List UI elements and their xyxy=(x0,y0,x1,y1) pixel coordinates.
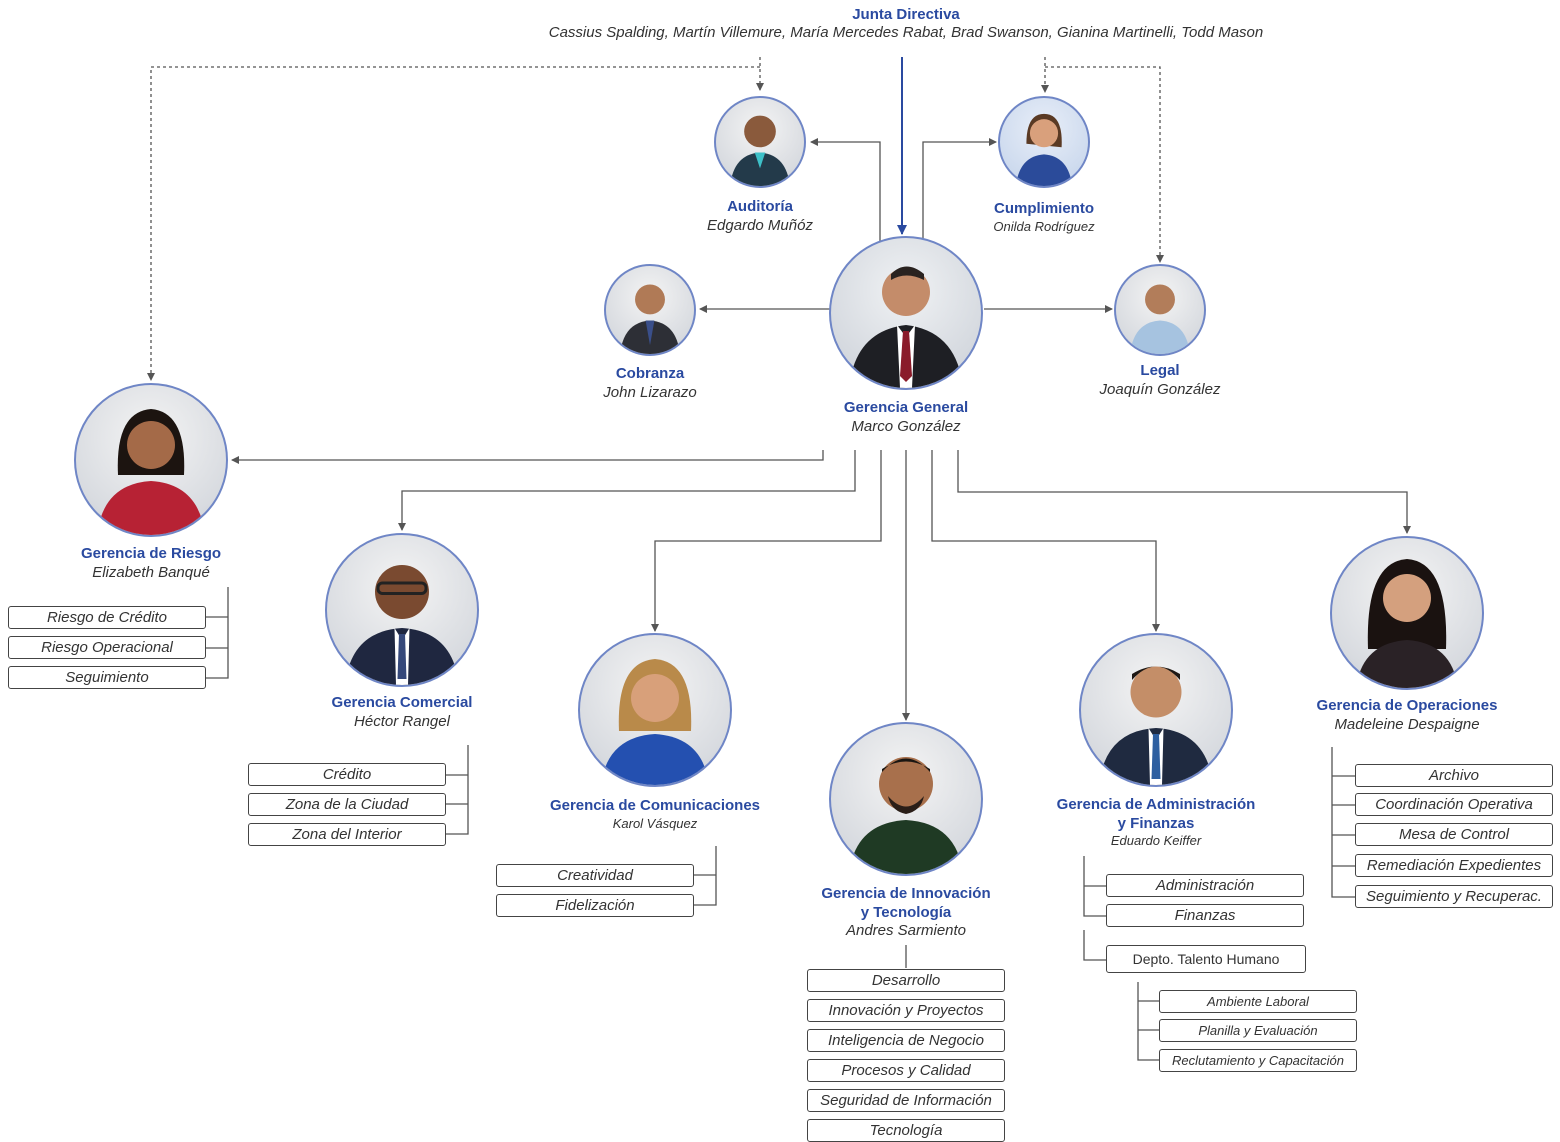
operaciones-title: Gerencia de Operaciones xyxy=(1316,697,1498,714)
general-to-riesgo-line xyxy=(231,450,824,464)
auditoria-avatar xyxy=(714,96,806,188)
general-to-cumplimiento-line xyxy=(922,138,997,242)
operaciones-avatar xyxy=(1330,536,1484,690)
innovacion-title-line1: Gerencia de Innovación xyxy=(821,885,991,902)
general-to-administracion-line xyxy=(931,450,1160,632)
cumplimiento-title: Cumplimiento xyxy=(994,200,1094,217)
general-name: Marco González xyxy=(851,418,961,435)
operaciones-unit: Coordinación Operativa xyxy=(1355,793,1553,816)
riesgo-units-bracket xyxy=(205,587,229,679)
innovacion-unit: Tecnología xyxy=(807,1119,1005,1142)
general-to-comunicaciones-line xyxy=(651,450,882,632)
general-to-auditoria-line xyxy=(810,138,881,242)
cobranza-title: Cobranza xyxy=(615,365,685,382)
comunicaciones-unit: Creatividad xyxy=(496,864,694,887)
operaciones-unit: Mesa de Control xyxy=(1355,823,1553,846)
general-to-comercial-line xyxy=(398,450,856,531)
cumplimiento-name: Onilda Rodríguez xyxy=(993,219,1095,234)
operaciones-unit: Seguimiento y Recuperac. xyxy=(1355,885,1553,908)
board-to-legal-line xyxy=(1045,66,1164,263)
general-avatar xyxy=(829,236,983,390)
riesgo-name: Elizabeth Banqué xyxy=(92,564,210,581)
operaciones-unit: Remediación Expedientes xyxy=(1355,854,1553,877)
riesgo-unit: Riesgo Operacional xyxy=(8,636,206,659)
comercial-units-bracket xyxy=(446,745,469,835)
innovacion-unit: Inteligencia de Negocio xyxy=(807,1029,1005,1052)
auditoria-name: Edgardo Muñóz xyxy=(707,217,813,234)
talento-unit: Reclutamiento y Capacitación xyxy=(1159,1049,1357,1072)
comunicaciones-units-bracket xyxy=(694,846,717,906)
administracion-name: Eduardo Keiffer xyxy=(1110,833,1202,848)
talento-unit: Planilla y Evaluación xyxy=(1159,1019,1357,1042)
innovacion-title-line2: y Tecnología xyxy=(860,904,952,921)
administracion-units-bracket xyxy=(1083,856,1106,917)
administracion-title-line1: Gerencia de Administración xyxy=(1056,796,1256,813)
talento-unit: Ambiente Laboral xyxy=(1159,990,1357,1013)
riesgo-avatar xyxy=(74,383,228,537)
innovacion-avatar xyxy=(829,722,983,876)
comunicaciones-avatar xyxy=(578,633,732,787)
board-members: Cassius Spalding, Martín Villemure, Marí… xyxy=(548,24,1264,41)
innovacion-unit: Innovación y Proyectos xyxy=(807,999,1005,1022)
cumplimiento-avatar xyxy=(998,96,1090,188)
general-title: Gerencia General xyxy=(843,399,969,416)
administracion-avatar xyxy=(1079,633,1233,787)
innovacion-unit: Desarrollo xyxy=(807,969,1005,992)
talento-box: Depto. Talento Humano xyxy=(1106,945,1306,973)
comercial-unit: Crédito xyxy=(248,763,446,786)
comercial-title: Gerencia Comercial xyxy=(331,694,473,711)
legal-avatar xyxy=(1114,264,1206,356)
comercial-name: Héctor Rangel xyxy=(354,713,450,730)
innovacion-name: Andres Sarmiento xyxy=(845,922,967,939)
operaciones-unit: Archivo xyxy=(1355,764,1553,787)
riesgo-title: Gerencia de Riesgo xyxy=(80,545,222,562)
innovacion-unit: Procesos y Calidad xyxy=(807,1059,1005,1082)
administracion-unit: Administración xyxy=(1106,874,1304,897)
comercial-avatar xyxy=(325,533,479,687)
legal-title: Legal xyxy=(1140,362,1180,379)
operaciones-name: Madeleine Despaigne xyxy=(1334,716,1480,733)
board-to-riesgo-line xyxy=(147,66,760,381)
cobranza-avatar xyxy=(604,264,696,356)
talento-units-bracket xyxy=(1137,982,1160,1061)
comunicaciones-unit: Fidelización xyxy=(496,894,694,917)
innovacion-unit: Seguridad de Información xyxy=(807,1089,1005,1112)
riesgo-unit: Seguimiento xyxy=(8,666,206,689)
cobranza-name: John Lizarazo xyxy=(603,384,697,401)
auditoria-title: Auditoría xyxy=(727,198,793,215)
riesgo-unit: Riesgo de Crédito xyxy=(8,606,206,629)
comunicaciones-name: Karol Vásquez xyxy=(612,816,698,831)
talento-connector xyxy=(1083,930,1106,961)
legal-name: Joaquín González xyxy=(1099,381,1221,398)
general-to-operaciones-line xyxy=(957,450,1411,534)
comercial-unit: Zona del Interior xyxy=(248,823,446,846)
comercial-unit: Zona de la Ciudad xyxy=(248,793,446,816)
administracion-title-line2: y Finanzas xyxy=(1117,815,1195,832)
comunicaciones-title: Gerencia de Comunicaciones xyxy=(549,797,761,814)
administracion-unit: Finanzas xyxy=(1106,904,1304,927)
board-title: Junta Directiva xyxy=(852,6,960,23)
operaciones-units-bracket xyxy=(1331,747,1355,898)
